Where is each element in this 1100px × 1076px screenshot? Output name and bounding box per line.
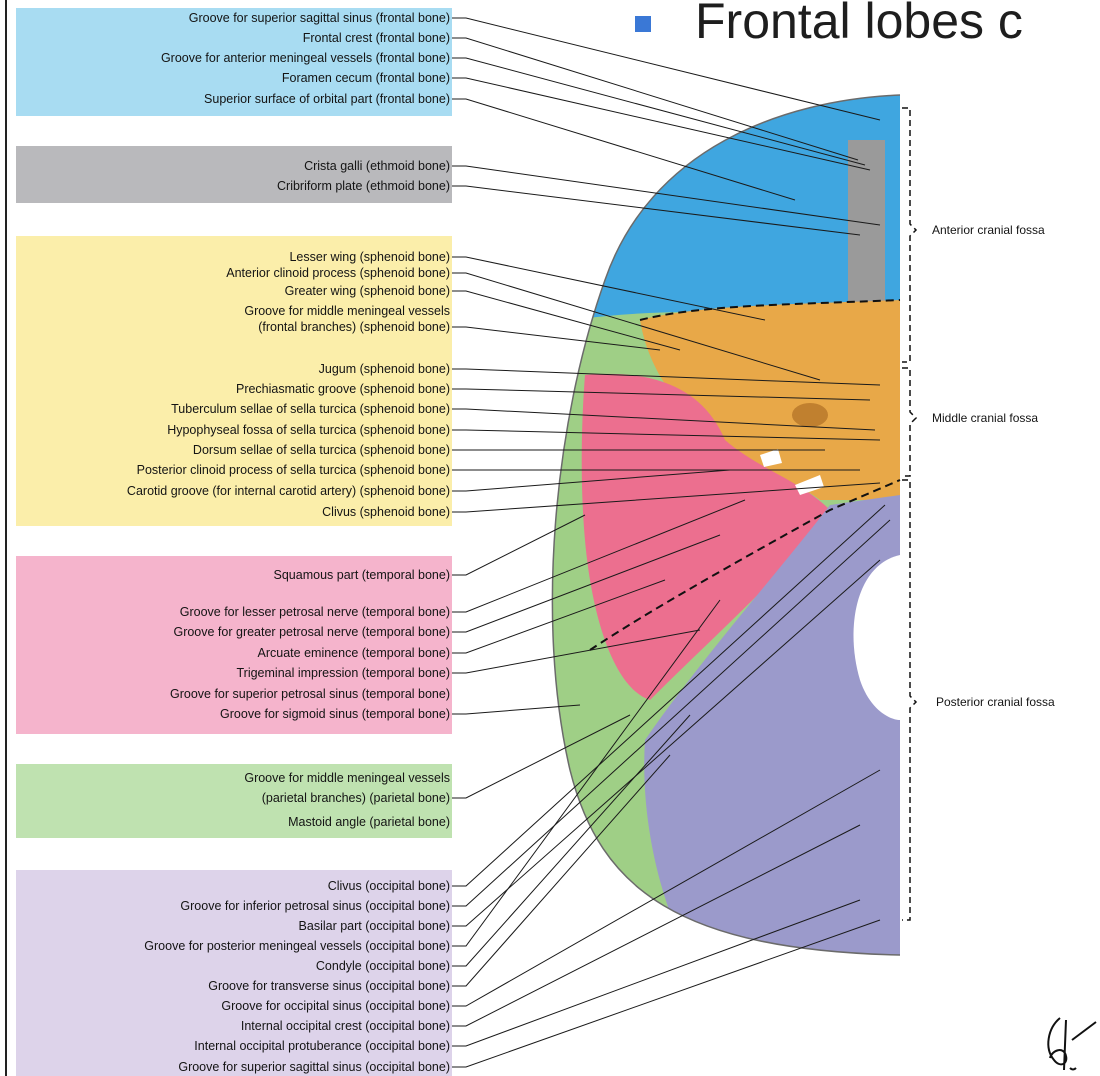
- label-ethmoid-0: Crista galli (ethmoid bone): [304, 159, 450, 173]
- label-temporal-6: Groove for sigmoid sinus (temporal bone): [220, 707, 450, 721]
- skull-illustration: [520, 80, 920, 980]
- label-occipital-6: Groove for occipital sinus (occipital bo…: [221, 999, 450, 1013]
- label-frontal-1: Frontal crest (frontal bone): [303, 31, 450, 45]
- label-occipital-5: Groove for transverse sinus (occipital b…: [208, 979, 450, 993]
- label-frontal-4: Superior surface of orbital part (fronta…: [204, 92, 450, 106]
- label-sphenoid-6: Prechiasmatic groove (sphenoid bone): [236, 382, 450, 396]
- label-temporal-0: Squamous part (temporal bone): [274, 568, 450, 582]
- label-sphenoid-1: Anterior clinoid process (sphenoid bone): [226, 266, 450, 280]
- label-occipital-3: Groove for posterior meningeal vessels (…: [144, 939, 450, 953]
- label-sphenoid-11: Carotid groove (for internal carotid art…: [127, 484, 450, 498]
- ethmoid-region: [848, 140, 885, 305]
- leader-line-frontal-0: [452, 18, 880, 120]
- hypophyseal-fossa: [792, 403, 828, 427]
- label-sphenoid-9: Dorsum sellae of sella turcica (sphenoid…: [193, 443, 450, 457]
- label-sphenoid-0: Lesser wing (sphenoid bone): [289, 250, 450, 264]
- label-temporal-3: Arcuate eminence (temporal bone): [258, 646, 450, 660]
- label-parietal-1: (parietal branches) (parietal bone): [262, 791, 450, 805]
- label-sphenoid-5: Jugum (sphenoid bone): [319, 362, 450, 376]
- label-temporal-1: Groove for lesser petrosal nerve (tempor…: [180, 605, 450, 619]
- fossa-label-1: Middle cranial fossa: [932, 411, 1038, 425]
- fossa-brace-1: [902, 368, 916, 476]
- label-occipital-1: Groove for inferior petrosal sinus (occi…: [180, 899, 450, 913]
- label-sphenoid-7: Tuberculum sellae of sella turcica (sphe…: [171, 402, 450, 416]
- label-frontal-3: Foramen cecum (frontal bone): [282, 71, 450, 85]
- label-occipital-2: Basilar part (occipital bone): [299, 919, 450, 933]
- label-parietal-2: Mastoid angle (parietal bone): [288, 815, 450, 829]
- label-sphenoid-12: Clivus (sphenoid bone): [322, 505, 450, 519]
- label-temporal-4: Trigeminal impression (temporal bone): [236, 666, 450, 680]
- label-occipital-9: Groove for superior sagittal sinus (occi…: [178, 1060, 450, 1074]
- label-temporal-2: Groove for greater petrosal nerve (tempo…: [173, 625, 450, 639]
- fossa-brace-0: [902, 108, 916, 362]
- signature-mark: [1038, 1010, 1100, 1076]
- label-sphenoid-10: Posterior clinoid process of sella turci…: [137, 463, 450, 477]
- label-occipital-8: Internal occipital protuberance (occipit…: [194, 1039, 450, 1053]
- label-sphenoid-8: Hypophyseal fossa of sella turcica (sphe…: [167, 423, 450, 437]
- label-occipital-4: Condyle (occipital bone): [316, 959, 450, 973]
- label-frontal-2: Groove for anterior meningeal vessels (f…: [161, 51, 450, 65]
- label-ethmoid-1: Cribriform plate (ethmoid bone): [277, 179, 450, 193]
- label-parietal-0: Groove for middle meningeal vessels: [244, 771, 450, 785]
- label-group-ethmoid: [16, 146, 452, 203]
- fossa-brace-2: [902, 480, 916, 920]
- label-sphenoid-4: (frontal branches) (sphenoid bone): [258, 320, 450, 334]
- fossa-label-0: Anterior cranial fossa: [932, 223, 1045, 237]
- label-occipital-7: Internal occipital crest (occipital bone…: [241, 1019, 450, 1033]
- label-sphenoid-3: Groove for middle meningeal vessels: [244, 304, 450, 318]
- fossa-label-2: Posterior cranial fossa: [936, 695, 1055, 709]
- label-occipital-0: Clivus (occipital bone): [328, 879, 450, 893]
- label-sphenoid-2: Greater wing (sphenoid bone): [285, 284, 450, 298]
- label-frontal-0: Groove for superior sagittal sinus (fron…: [189, 11, 450, 25]
- fossa-braces: [902, 108, 916, 920]
- label-temporal-5: Groove for superior petrosal sinus (temp…: [170, 687, 450, 701]
